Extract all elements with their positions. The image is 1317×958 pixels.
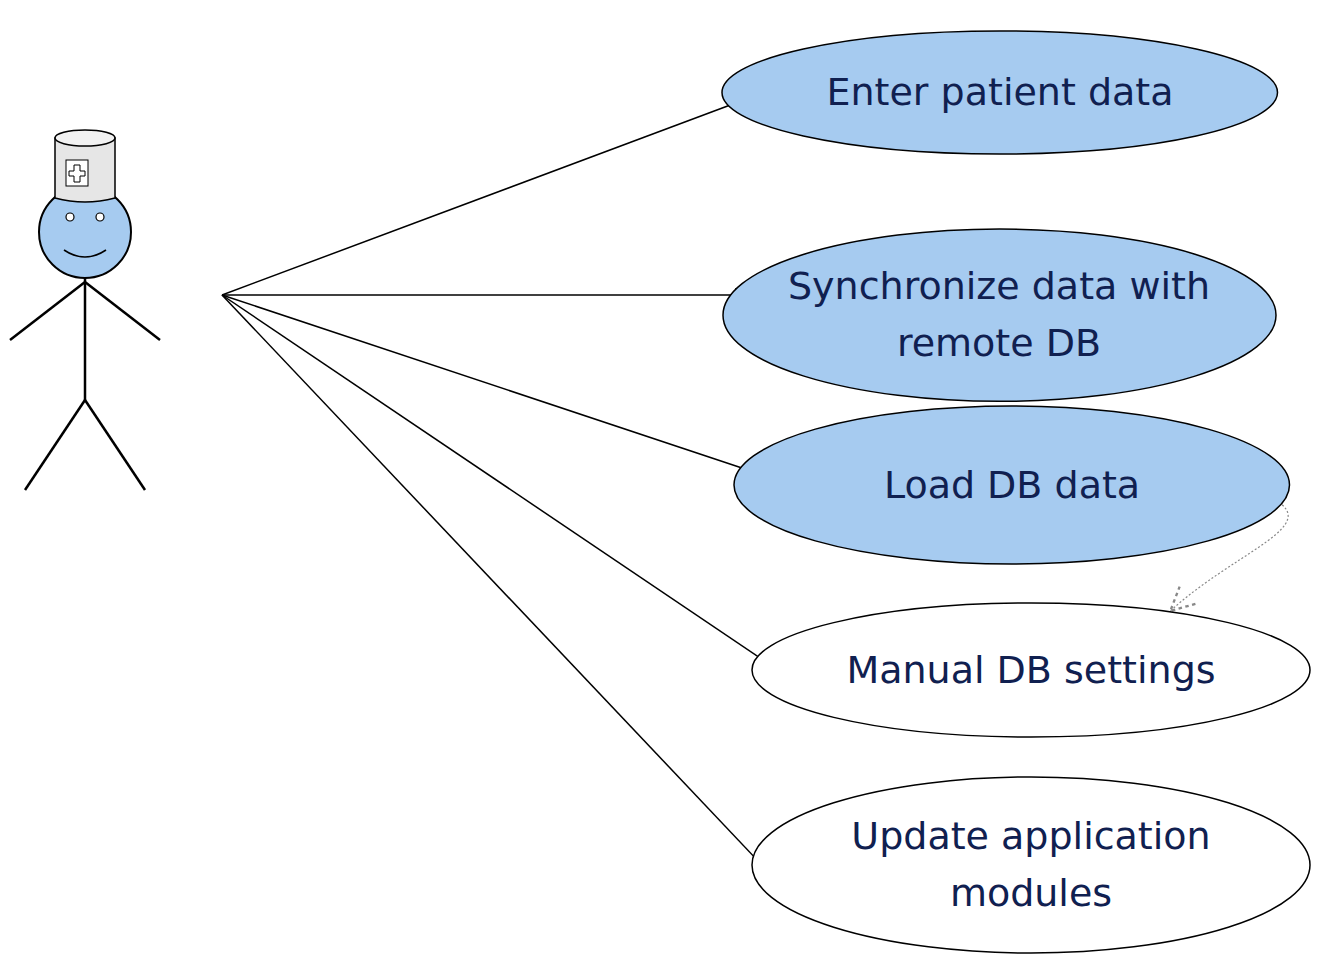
ellipse-outline [751,776,1311,954]
use-case-ellipse: Manual DB settings [751,602,1311,738]
use-case-ellipse: Enter patient data [721,30,1279,155]
use-case-ellipse: Update application modules [751,776,1311,954]
text-holder: Enter patient data [785,64,1215,121]
use-case-ellipse: Load DB data [733,405,1291,565]
text-holder: Synchronize data with remote DB [785,258,1213,372]
use-case-label: Update application modules [815,808,1247,922]
text-holder: Load DB data [797,457,1227,514]
use-case-label: Manual DB settings [815,642,1247,699]
use-case-label: Synchronize data with remote DB [785,258,1213,372]
ellipse-outline [722,228,1277,402]
use-case-ellipse: Synchronize data with remote DB [722,228,1277,402]
text-holder: Update application modules [815,808,1247,922]
text-holder: Manual DB settings [815,642,1247,699]
use-case-label: Enter patient data [785,64,1215,121]
association-arrows [222,98,778,882]
use-case-label: Load DB data [797,457,1227,514]
nurse-actor [10,130,160,490]
